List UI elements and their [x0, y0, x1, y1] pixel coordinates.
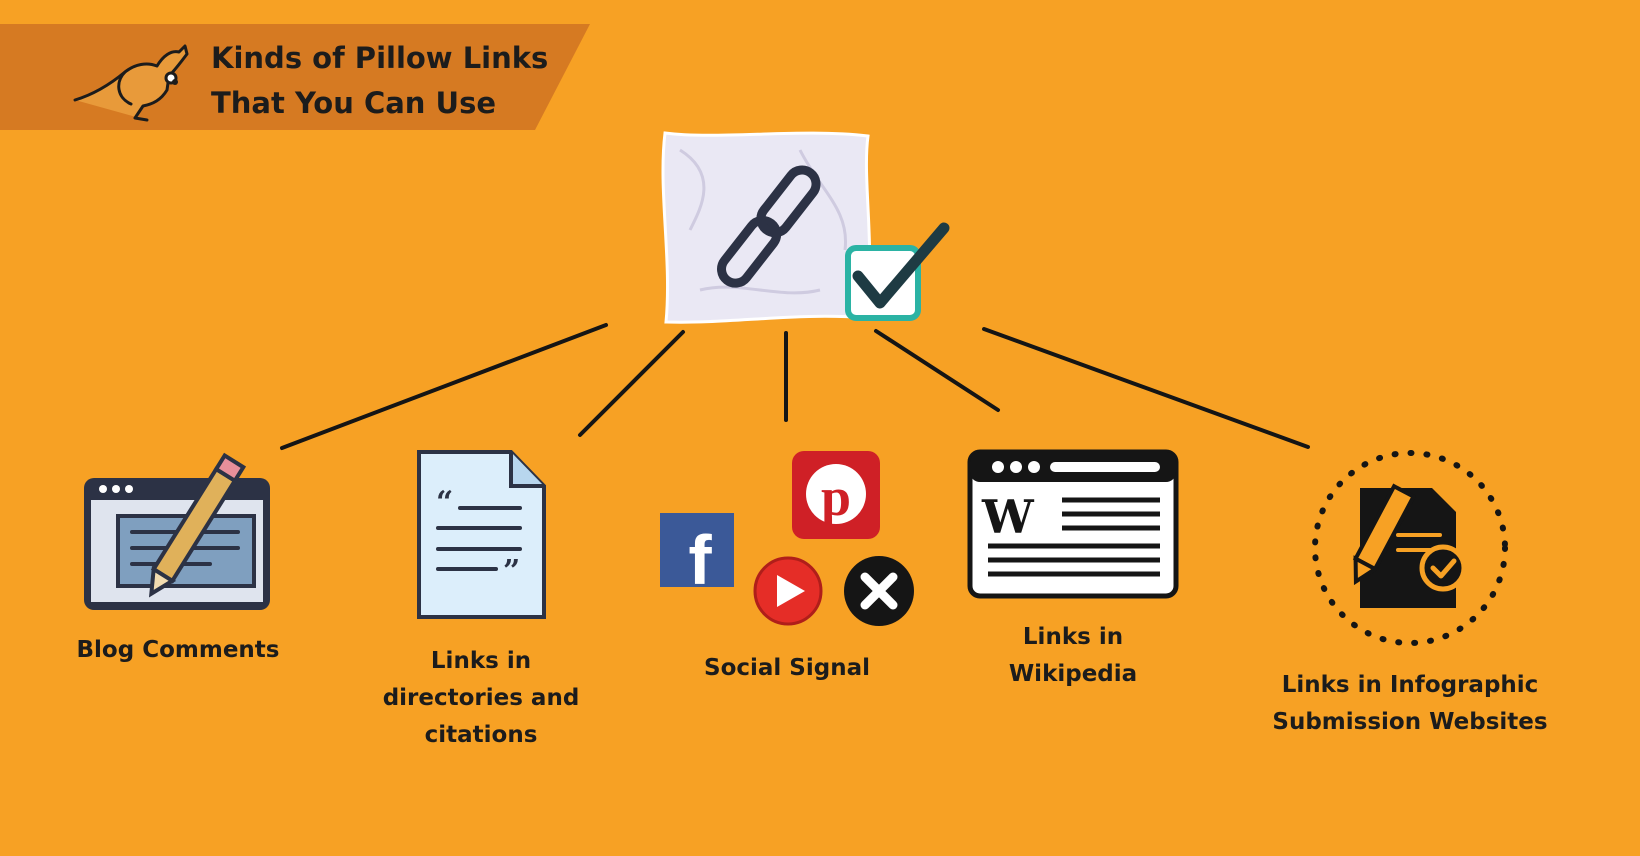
pinterest-icon: p	[792, 451, 880, 539]
label-wikipedia: Links in Wikipedia	[940, 619, 1206, 693]
svg-text:“: “	[436, 485, 453, 520]
svg-text:W: W	[981, 490, 1035, 544]
svg-text:f: f	[688, 521, 712, 599]
label-directories-line-3: citations	[424, 722, 538, 748]
connector-infographic	[982, 327, 1310, 449]
label-infographic-line-2: Submission Websites	[1272, 709, 1548, 735]
connector-directories	[578, 330, 685, 437]
page-title: Kinds of Pillow Links That You Can Use	[211, 36, 548, 126]
title-line-2: That You Can Use	[211, 86, 497, 120]
label-wikipedia-line-2: Wikipedia	[1008, 661, 1138, 687]
checkmark-icon	[845, 222, 950, 321]
label-infographic-line-1: Links in Infographic	[1281, 672, 1539, 698]
label-social-line-1: Social Signal	[704, 655, 870, 681]
browser-pencil-icon	[84, 452, 270, 610]
quote-document-icon: “ ”	[417, 450, 546, 619]
label-wikipedia-line-1: Links in	[1022, 624, 1124, 650]
connector-blog-comments	[280, 323, 608, 450]
x-icon	[844, 556, 914, 626]
label-directories-line-2: directories and	[382, 685, 580, 711]
label-social: Social Signal	[652, 650, 922, 687]
svg-text:”: ”	[503, 554, 520, 589]
connector-lines	[280, 323, 1310, 450]
youtube-icon	[753, 556, 823, 626]
title-line-1: Kinds of Pillow Links	[211, 41, 549, 75]
label-infographic: Links in Infographic Submission Websites	[1240, 667, 1580, 741]
label-directories: Links in directories and citations	[346, 643, 616, 754]
kangaroo-icon	[73, 44, 189, 122]
label-blog-comments-line-1: Blog Comments	[76, 637, 280, 663]
label-directories-line-1: Links in	[430, 648, 532, 674]
label-blog-comments: Blog Comments	[40, 632, 316, 669]
svg-text:p: p	[821, 467, 851, 527]
connector-wikipedia	[874, 329, 1000, 412]
document-pen-check-icon	[1312, 450, 1508, 646]
pillow-chain-link-icon	[661, 131, 872, 324]
wikipedia-browser-icon: W	[967, 449, 1179, 599]
facebook-icon: f	[660, 513, 734, 599]
title-banner	[0, 24, 590, 130]
